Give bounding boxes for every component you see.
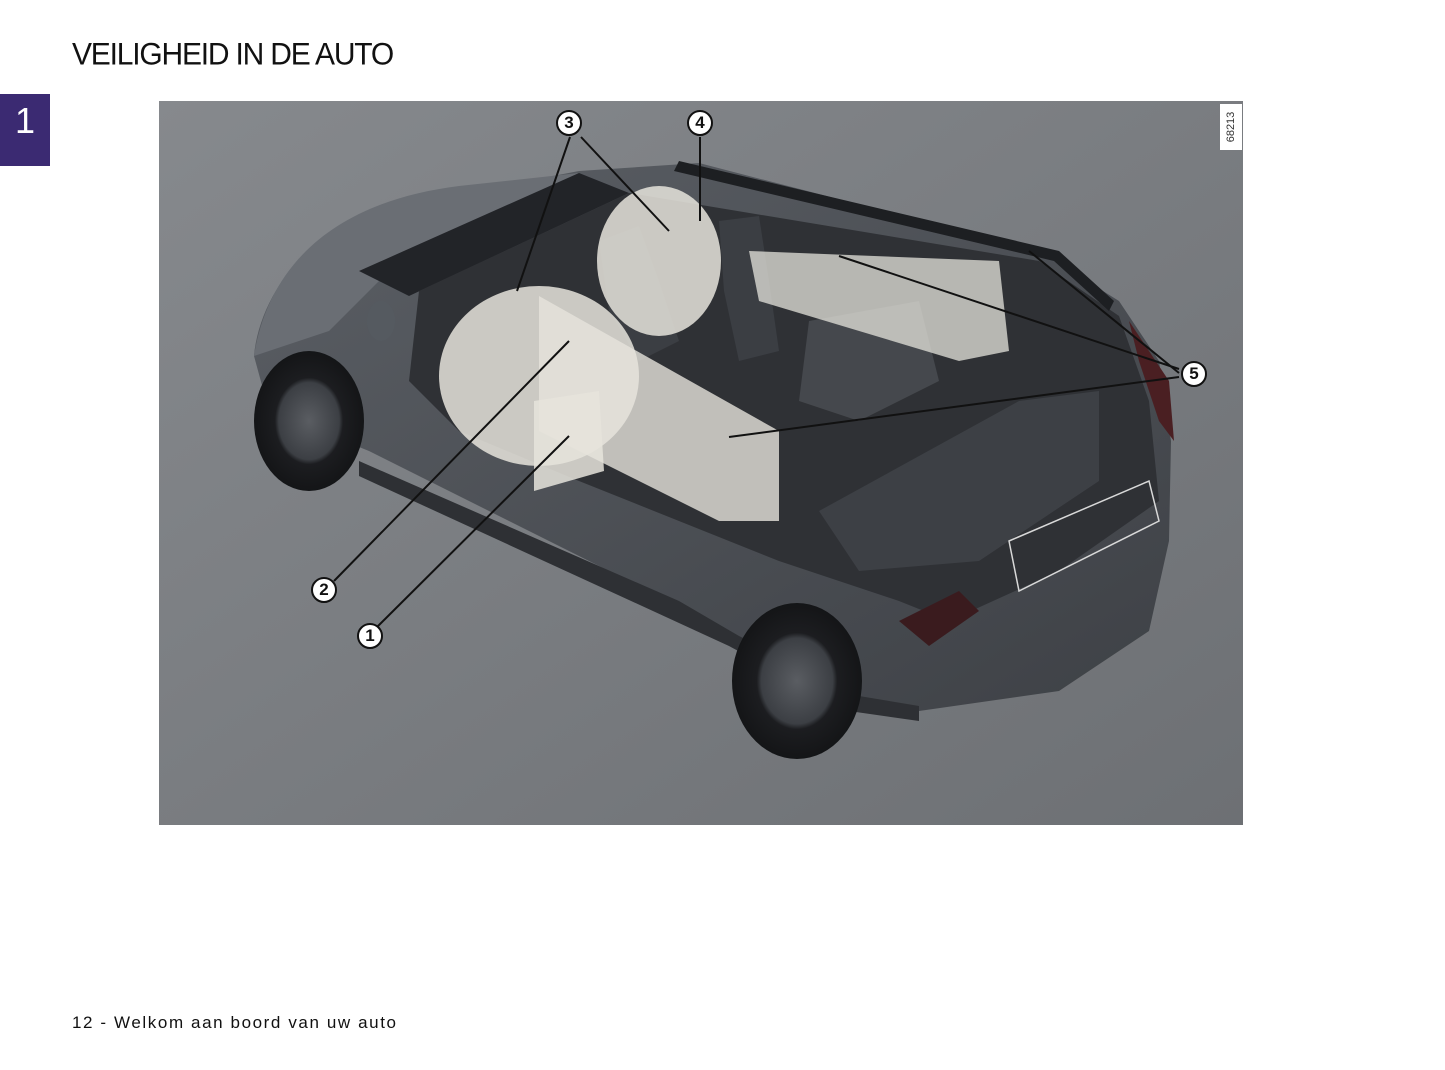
car-cutaway-drawing [159,101,1243,825]
callout-2: 2 [311,577,337,603]
callout-5: 5 [1181,361,1207,387]
figure-code: 68213 [1220,104,1242,150]
callout-3: 3 [556,110,582,136]
page-footer: 12 - Welkom aan boord van uw auto [72,1013,398,1032]
chapter-number: 1 [14,100,36,141]
page-title: VEILIGHEID IN DE AUTO [72,37,394,72]
callout-4: 4 [687,110,713,136]
chapter-tab: 1 [0,94,50,166]
callout-1: 1 [357,623,383,649]
figure-code-text: 68213 [1225,111,1237,143]
airbag-illustration: 1 2 3 4 5 [159,101,1243,825]
